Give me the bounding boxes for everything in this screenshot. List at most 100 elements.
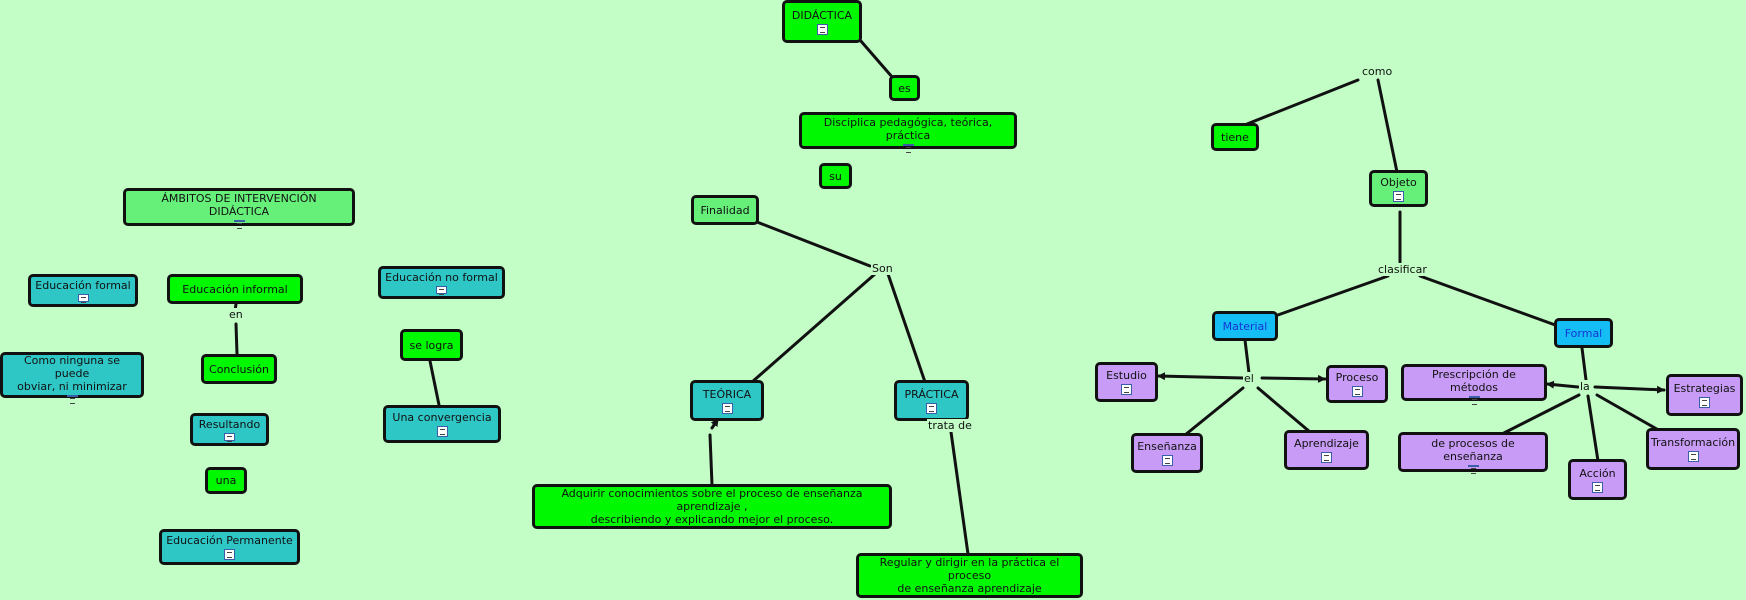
- node-como-ninguna[interactable]: Como ninguna se puede obviar, ni minimiz…: [0, 352, 144, 404]
- node-estudio[interactable]: Estudio: [1095, 362, 1158, 402]
- document-icon[interactable]: [77, 294, 89, 303]
- document-icon[interactable]: [926, 402, 937, 414]
- node-su[interactable]: su: [819, 163, 852, 189]
- link-formal-la: [1580, 346, 1588, 382]
- node-ambitos[interactable]: ÁMBITOS DE INTERVENCIÓN DIDÁCTICA: [123, 188, 355, 229]
- node-material[interactable]: Material: [1212, 311, 1278, 341]
- link-word-el: el: [1243, 372, 1255, 385]
- link-como-objeto: [1376, 78, 1399, 174]
- link-son-practica: [886, 272, 927, 384]
- node-educacion-permanente[interactable]: Educación Permanente: [159, 529, 300, 565]
- node-didactica-label: DIDÁCTICA: [791, 8, 853, 22]
- node-se-logra[interactable]: se logra: [400, 329, 463, 361]
- link-la-accion: [1586, 394, 1600, 463]
- link-el-estudio: [1156, 372, 1245, 381]
- document-icon[interactable]: [1467, 465, 1479, 474]
- node-estrategias[interactable]: Estrategias: [1666, 374, 1743, 416]
- document-icon[interactable]: [224, 549, 235, 560]
- document-icon[interactable]: [436, 286, 447, 295]
- node-procesos-ensenanza-label: de procesos de enseñanza: [1431, 437, 1515, 463]
- document-icon[interactable]: [436, 426, 448, 437]
- document-icon[interactable]: [233, 220, 245, 229]
- node-resultando[interactable]: Resultando: [190, 413, 269, 446]
- link-tratade-regular: [949, 430, 970, 556]
- node-teorica-label: TEÓRICA: [702, 387, 752, 401]
- document-icon[interactable]: [1161, 455, 1173, 466]
- link-didactica-es: [858, 38, 895, 80]
- node-disciplina-label: Disciplica pedagógica, teórica, práctica: [823, 115, 993, 142]
- node-teorica[interactable]: TEÓRICA: [690, 380, 764, 421]
- node-adquirir[interactable]: Adquirir conocimientos sobre el proceso …: [532, 484, 892, 529]
- node-aprendizaje[interactable]: Aprendizaje: [1284, 430, 1369, 470]
- node-proceso[interactable]: Proceso: [1326, 365, 1388, 403]
- node-educacion-formal[interactable]: Educación formal: [28, 274, 138, 307]
- node-procesos-ensenanza[interactable]: de procesos de enseñanza: [1398, 432, 1548, 474]
- document-icon[interactable]: [1592, 481, 1603, 493]
- link-la-transformacion: [1595, 393, 1664, 434]
- document-icon[interactable]: [1393, 190, 1404, 202]
- node-una-label: una: [215, 474, 237, 487]
- link-word-en: en: [228, 308, 244, 321]
- document-icon[interactable]: [1121, 384, 1132, 395]
- node-educacion-informal[interactable]: Educación informal: [167, 274, 303, 304]
- link-word-la: la: [1579, 380, 1591, 393]
- node-conclusion[interactable]: Conclusión: [201, 354, 277, 384]
- document-icon[interactable]: [816, 23, 828, 35]
- node-objeto[interactable]: Objeto: [1369, 170, 1428, 207]
- node-una[interactable]: una: [205, 467, 247, 494]
- node-transformacion[interactable]: Transformación: [1646, 428, 1740, 470]
- document-icon[interactable]: [1321, 452, 1332, 463]
- node-es[interactable]: es: [889, 75, 920, 101]
- node-convergencia-label: Una convergencia: [392, 411, 492, 424]
- document-icon[interactable]: [1687, 451, 1699, 462]
- document-icon[interactable]: [902, 143, 914, 153]
- link-en-conclusion: [234, 322, 239, 356]
- link-word-trata-de: trata de: [927, 419, 973, 432]
- document-icon[interactable]: [721, 402, 733, 414]
- link-teorica-adquirir: [708, 433, 714, 487]
- link-word-son: Son: [871, 262, 894, 275]
- link-word-como: como: [1361, 65, 1394, 78]
- node-adquirir-label: Adquirir conocimientos sobre el proceso …: [561, 487, 863, 526]
- node-estrategias-label: Estrategias: [1673, 382, 1736, 395]
- link-el-aprendizaje: [1256, 386, 1312, 434]
- node-prescripcion[interactable]: Prescripción de métodos: [1401, 364, 1547, 405]
- document-icon[interactable]: [1699, 397, 1710, 408]
- document-icon[interactable]: [1468, 395, 1480, 405]
- node-didactica[interactable]: DIDÁCTICA: [782, 0, 862, 43]
- document-icon[interactable]: [66, 394, 78, 404]
- node-educacion-no-formal[interactable]: Educación no formal: [378, 266, 505, 299]
- node-practica[interactable]: PRÁCTICA: [894, 380, 969, 421]
- link-selogra-convergencia: [428, 359, 441, 407]
- node-aprendizaje-label: Aprendizaje: [1294, 437, 1359, 450]
- link-clasificar-formal: [1418, 274, 1560, 328]
- node-proceso-label: Proceso: [1335, 371, 1379, 384]
- document-icon[interactable]: [1351, 386, 1363, 397]
- link-el-proceso: [1260, 374, 1327, 383]
- node-accion[interactable]: Acción: [1568, 459, 1627, 500]
- node-objeto-label: Objeto: [1380, 175, 1417, 189]
- node-tiene-label: tiene: [1221, 130, 1249, 144]
- node-se-logra-label: se logra: [409, 338, 454, 352]
- node-finalidad[interactable]: Finalidad: [691, 195, 759, 225]
- node-tiene[interactable]: tiene: [1211, 123, 1259, 151]
- document-icon[interactable]: [224, 433, 235, 442]
- node-ensenanza[interactable]: Enseñanza: [1131, 433, 1203, 473]
- link-la-estrategias: [1593, 385, 1666, 394]
- node-formal-label: Formal: [1564, 326, 1603, 340]
- link-clasificar-material: [1273, 274, 1390, 318]
- node-convergencia[interactable]: Una convergencia: [383, 405, 501, 443]
- node-formal[interactable]: Formal: [1554, 318, 1613, 348]
- node-regular[interactable]: Regular y dirigir en la práctica el proc…: [856, 553, 1083, 598]
- node-educacion-no-formal-label: Educación no formal: [385, 271, 498, 284]
- node-educacion-informal-label: Educación informal: [182, 282, 288, 296]
- node-como-ninguna-label: Como ninguna se puede obviar, ni minimiz…: [17, 353, 127, 393]
- node-finalidad-label: Finalidad: [700, 203, 750, 217]
- node-accion-label: Acción: [1579, 466, 1616, 480]
- node-disciplina[interactable]: Disciplica pedagógica, teórica, práctica: [799, 112, 1017, 153]
- node-ensenanza-label: Enseñanza: [1137, 440, 1197, 453]
- node-practica-label: PRÁCTICA: [904, 387, 959, 401]
- node-educacion-permanente-label: Educación Permanente: [166, 534, 293, 547]
- link-finalidad-son: [755, 220, 872, 268]
